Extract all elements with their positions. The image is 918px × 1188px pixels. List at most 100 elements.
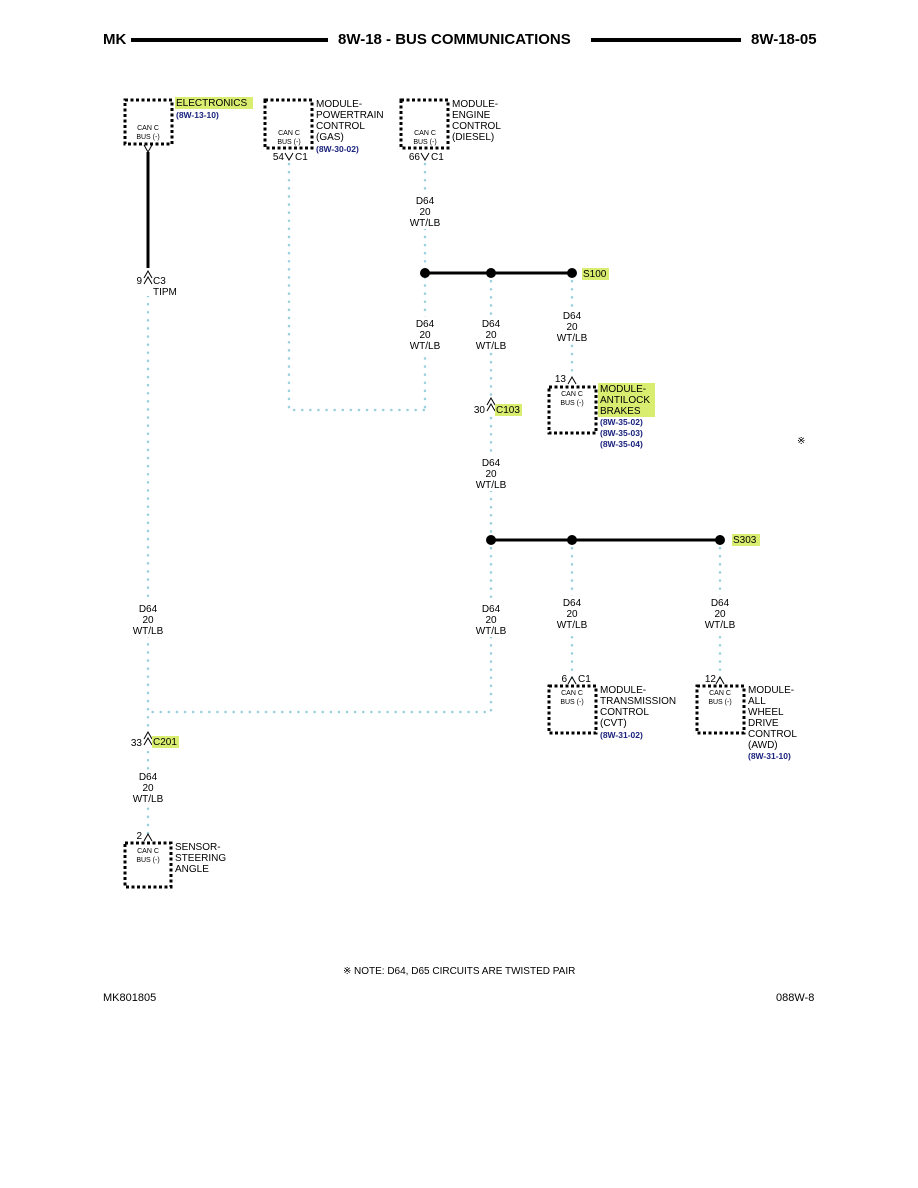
svg-text:20: 20 — [566, 609, 578, 620]
wire-label: D64 20 WT/LB — [474, 456, 508, 491]
connector-name: C3 — [153, 276, 166, 287]
wire-label: D64 20 WT/LB — [555, 596, 589, 631]
connector-c201: 33 C201 — [131, 730, 179, 751]
module-name: TRANSMISSION — [600, 696, 676, 707]
pin-number: 13 — [555, 374, 567, 385]
wire-s303-c201 — [146, 538, 493, 714]
module-name: (CVT) — [600, 718, 627, 729]
module-name: STEERING — [175, 853, 226, 864]
module-ecm: CAN C BUS (-) MODULE- ENGINE CONTROL (DI… — [399, 98, 501, 163]
module-abs: CAN C BUS (-) 13 MODULE- ANTILOCK BRAKES… — [547, 374, 655, 449]
can-label: CAN C — [137, 848, 159, 855]
wire-label: D64 20 WT/LB — [131, 602, 165, 637]
module-name: ANTILOCK — [600, 395, 650, 406]
module-name: ELECTRONICS — [176, 98, 247, 109]
svg-text:WT/LB: WT/LB — [476, 480, 507, 491]
module-name: CONTROL — [452, 121, 501, 132]
page-title: 8W-18 - BUS COMMUNICATIONS — [338, 31, 571, 48]
module-ref: (8W-35-02) — [600, 417, 643, 427]
splice-dot — [567, 268, 577, 278]
wire-label: D64 20 WT/LB — [474, 602, 508, 637]
connector-name: C1 — [295, 152, 308, 163]
svg-text:20: 20 — [485, 615, 497, 626]
wire-pcm — [287, 162, 427, 412]
module-awd: CAN C BUS (-) 12 MODULE- ALL WHEEL DRIVE… — [695, 674, 797, 761]
module-name: MODULE- — [600, 384, 646, 395]
pin-number: 66 — [409, 152, 421, 163]
header-left: MK — [103, 31, 127, 48]
module-name: (AWD) — [748, 740, 778, 751]
footer-right: 088W-8 — [776, 992, 815, 1004]
module-pcm: CAN C BUS (-) MODULE- POWERTRAIN CONTROL… — [263, 98, 384, 163]
splice-s100: S100 — [582, 268, 609, 280]
module-name: SENSOR- — [175, 842, 221, 853]
splice-dot — [420, 268, 430, 278]
svg-text:D64: D64 — [416, 196, 435, 207]
module-name: POWERTRAIN — [316, 110, 384, 121]
can-label: CAN C — [137, 125, 159, 132]
wire-label: D64 20 WT/LB — [408, 194, 442, 229]
module-ref: (8W-31-02) — [600, 730, 643, 740]
connector-name: C103 — [496, 405, 520, 416]
module-name: ANGLE — [175, 864, 209, 875]
pin-number: 2 — [136, 831, 142, 842]
header-rule-left — [131, 38, 328, 42]
svg-text:WT/LB: WT/LB — [557, 333, 588, 344]
splice-label: S303 — [733, 535, 757, 546]
svg-text:WT/LB: WT/LB — [476, 341, 507, 352]
svg-text:D64: D64 — [563, 311, 582, 322]
svg-text:20: 20 — [142, 783, 154, 794]
twisted-pair-icon: ※ — [343, 966, 351, 977]
can-label: CAN C — [709, 690, 731, 697]
module-name: MODULE- — [748, 685, 794, 696]
module-name: ALL — [748, 696, 766, 707]
pin-number: 33 — [131, 738, 143, 749]
can-label: CAN C — [561, 391, 583, 398]
svg-text:WT/LB: WT/LB — [557, 620, 588, 631]
can-label: CAN C — [278, 130, 300, 137]
svg-text:D64: D64 — [416, 319, 435, 330]
wire-label: D64 20 WT/LB — [474, 317, 508, 352]
module-ref: (8W-31-10) — [748, 751, 791, 761]
wire-label: D64 20 WT/LB — [408, 317, 442, 352]
can-label: BUS (-) — [136, 857, 159, 864]
svg-text:20: 20 — [419, 207, 431, 218]
note-text: NOTE: D64, D65 CIRCUITS ARE TWISTED PAIR — [354, 966, 575, 977]
module-name: (GAS) — [316, 132, 344, 143]
splice-dot — [486, 268, 496, 278]
module-name: WHEEL — [748, 707, 784, 718]
can-label: BUS (-) — [136, 134, 159, 141]
header-rule-right — [591, 38, 741, 42]
svg-text:20: 20 — [714, 609, 726, 620]
can-label: BUS (-) — [413, 139, 436, 146]
module-ref: (8W-35-03) — [600, 428, 643, 438]
module-name: CONTROL — [600, 707, 649, 718]
svg-text:D64: D64 — [139, 604, 158, 615]
svg-text:WT/LB: WT/LB — [705, 620, 736, 631]
can-label: CAN C — [414, 130, 436, 137]
module-name: MODULE- — [600, 685, 646, 696]
can-label: BUS (-) — [277, 139, 300, 146]
can-label: CAN C — [561, 690, 583, 697]
module-name: CONTROL — [748, 729, 797, 740]
module-electronics: CAN C BUS (-) ELECTRONICS (8W-13-10) — [123, 97, 253, 154]
pin-number: 54 — [273, 152, 285, 163]
svg-text:WT/LB: WT/LB — [410, 218, 441, 229]
splice-dot — [567, 535, 577, 545]
module-ref: (8W-35-04) — [600, 439, 643, 449]
module-name: MODULE- — [316, 99, 362, 110]
splice-s303: S303 — [732, 534, 760, 546]
svg-text:WT/LB: WT/LB — [410, 341, 441, 352]
svg-text:D64: D64 — [563, 598, 582, 609]
can-label: BUS (-) — [560, 400, 583, 407]
svg-text:D64: D64 — [711, 598, 730, 609]
pin-number: 30 — [474, 405, 486, 416]
splice-dot — [715, 535, 725, 545]
svg-text:20: 20 — [485, 469, 497, 480]
wire-label: D64 20 WT/LB — [131, 770, 165, 805]
module-name: BRAKES — [600, 406, 641, 417]
module-name: DRIVE — [748, 718, 779, 729]
module-ref: (8W-13-10) — [176, 110, 219, 120]
svg-text:D64: D64 — [482, 604, 501, 615]
